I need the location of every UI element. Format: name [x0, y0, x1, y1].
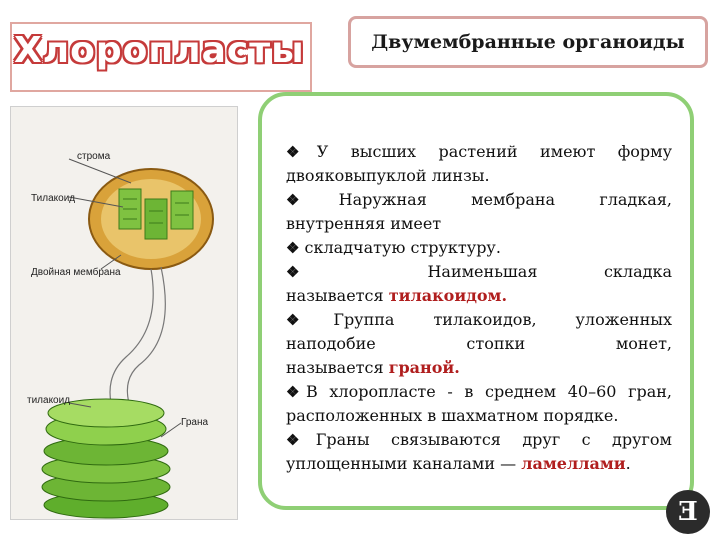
label-thylakoid-top: Тилакоид	[31, 193, 76, 204]
text-segment: Наружная мембрана гладкая,	[338, 190, 672, 209]
text-segment: двояковыпуклой линзы.	[286, 166, 490, 185]
text-segment: внутренняя имеет	[286, 214, 442, 233]
slide-title: Хлоропласты	[14, 30, 305, 71]
label-stroma: строма	[77, 151, 111, 162]
bullet-icon: ❖	[286, 143, 317, 161]
chloroplast-figure: строма Тилакоид Двойная мембрана тилакои…	[10, 106, 238, 520]
highlight-term: тилакоидом.	[388, 286, 508, 305]
text-line: ❖Наружная мембрана гладкая,	[286, 188, 672, 212]
grana-top	[47, 398, 165, 428]
highlight-term: ламеллами	[521, 454, 626, 473]
title-box	[10, 22, 312, 92]
bullet-icon: ❖	[286, 383, 306, 401]
header-box: Двумембранные органоиды	[348, 16, 708, 68]
text-line: наподобие стопки монет,	[286, 332, 672, 356]
text-segment: Граны связываются друг с другом	[315, 430, 673, 449]
text-line: ❖ Наименьшая складка	[286, 260, 672, 284]
text-panel	[258, 92, 694, 510]
text-segment: Группа тилакоидов, уложенных	[333, 310, 672, 329]
text-line: ❖Группа тилакоидов, уложенных	[286, 308, 672, 332]
chloroplast-illustration	[41, 158, 214, 519]
bullet-icon: ❖	[286, 311, 334, 329]
grana-stack-3	[170, 190, 194, 230]
text-line: двояковыпуклой линзы.	[286, 164, 672, 188]
logo-icon: Ǝ	[666, 490, 710, 534]
text-line: ❖В хлоропласте - в среднем 40–60 гран,	[286, 380, 672, 404]
text-line: ❖ складчатую структуру.	[286, 236, 672, 260]
text-line: ❖Граны связываются друг с другом	[286, 428, 672, 452]
header-text: Двумембранные органоиды	[371, 31, 685, 53]
text-segment: называется	[286, 286, 384, 305]
bullet-icon: ❖	[286, 263, 361, 281]
text-segment: уплощенными каналами —	[286, 454, 517, 473]
grana-stack-2	[144, 198, 168, 240]
text-segment: .	[625, 454, 631, 473]
text-line: называется граной.	[286, 356, 672, 380]
text-segment: расположенных в шахматном порядке.	[286, 406, 619, 425]
text-segment: Наименьшая складка	[427, 262, 672, 281]
text-body: ❖У высших растений имеют форму двояковып…	[286, 140, 672, 476]
label-double-membrane: Двойная мембрана	[31, 267, 121, 278]
text-line: называется тилакоидом.	[286, 284, 672, 308]
text-line: расположенных в шахматном порядке.	[286, 404, 672, 428]
logo-glyph: Ǝ	[678, 497, 698, 527]
text-line: внутренняя имеет	[286, 212, 672, 236]
text-segment: наподобие стопки монет,	[286, 334, 672, 353]
text-segment: У высших растений имеют форму	[316, 142, 673, 161]
label-thylakoid-bottom: тилакоид	[27, 395, 71, 406]
bullet-icon: ❖	[286, 191, 339, 209]
text-line: ❖У высших растений имеют форму	[286, 140, 672, 164]
bullet-icon: ❖	[286, 431, 316, 449]
text-segment: называется	[286, 358, 384, 377]
text-segment: складчатую структуру.	[299, 238, 501, 257]
label-grana: Грана	[181, 417, 209, 428]
text-segment: В хлоропласте - в среднем 40–60 гран,	[306, 382, 673, 401]
text-line: уплощенными каналами — ламеллами.	[286, 452, 672, 476]
bullet-icon: ❖	[286, 239, 300, 257]
highlight-term: граной.	[388, 358, 460, 377]
